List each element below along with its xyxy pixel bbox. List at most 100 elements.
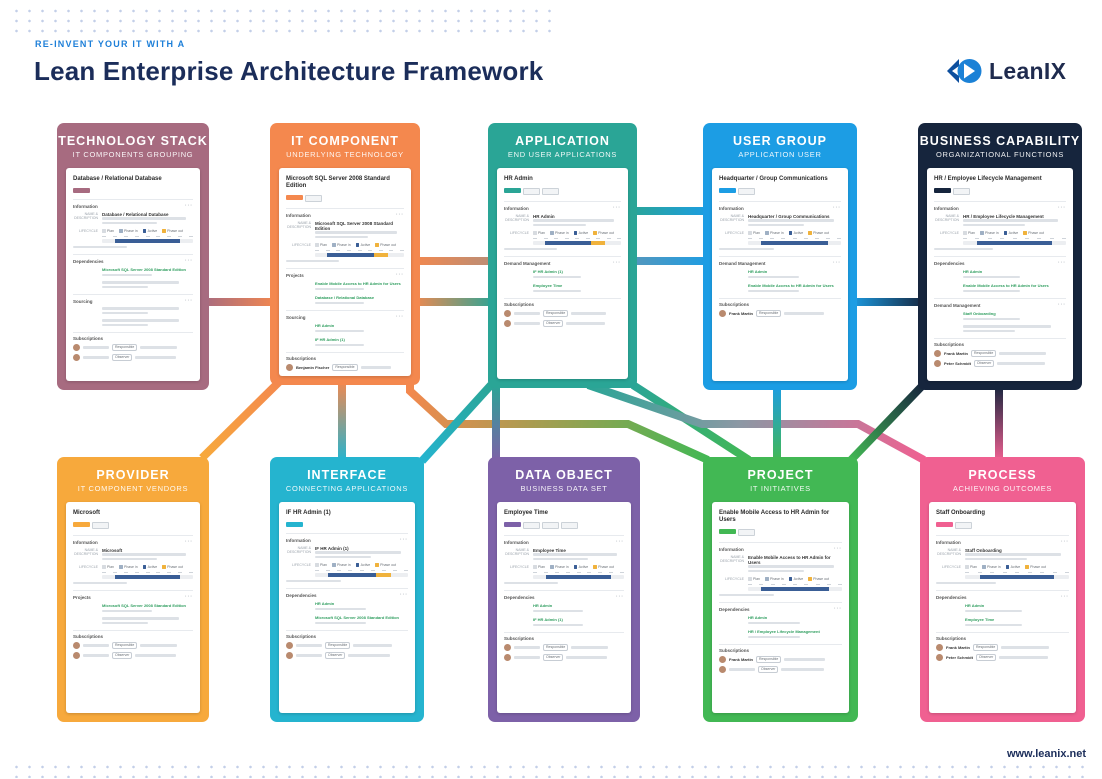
skeleton-line xyxy=(102,319,180,322)
skeleton-line xyxy=(102,273,153,276)
legend-swatch xyxy=(765,231,769,235)
skeleton-line xyxy=(102,217,186,220)
skeleton-line xyxy=(999,352,1046,355)
legend-item: Phase out xyxy=(1025,565,1046,569)
field-value xyxy=(936,581,1069,587)
field-label: Lifecycle xyxy=(509,231,529,235)
section-information: Information···Name & DescriptionEmployee… xyxy=(504,535,624,586)
timeline-tick xyxy=(102,571,106,573)
field-label: Lifecycle xyxy=(78,565,98,569)
section-header: Demand Management··· xyxy=(719,260,841,266)
lifecycle-bar-phaseout xyxy=(373,252,388,257)
lifecycle-bar-active xyxy=(545,240,592,245)
factsheet-title: Employee Time xyxy=(504,510,548,516)
connection-application-process xyxy=(586,381,926,464)
connection-application-interface xyxy=(419,382,494,464)
factsheet-it-component: Microsoft SQL Server 2008 Standard Editi… xyxy=(279,168,411,376)
skeleton-line xyxy=(936,581,996,584)
timeline-tick xyxy=(348,569,353,571)
avatar xyxy=(504,644,511,651)
timeline-tick xyxy=(1027,571,1032,573)
related-factsheet-link: Enable Mobile Access to HR Admin for Use… xyxy=(315,281,401,286)
timeline-tick xyxy=(826,583,831,585)
section-demand-management: Demand Management···Staff Onboarding xyxy=(934,298,1066,334)
subscriber-role-badge: Responsible xyxy=(112,344,138,351)
related-factsheet-link: HR Admin xyxy=(965,603,985,608)
legend-swatch xyxy=(332,563,336,567)
skeleton-line xyxy=(748,219,834,222)
field-label: Name & Description xyxy=(720,214,744,222)
field-row: Name & DescriptionHR / Employee Lifecycl… xyxy=(934,214,1066,228)
related-factsheet-link: HR Admin xyxy=(963,269,983,274)
tag-chip xyxy=(504,188,521,193)
skeleton-line xyxy=(748,223,804,226)
lifecycle-bar-active xyxy=(327,252,374,257)
related-factsheet-link: IF HR Admin (1) xyxy=(533,617,563,622)
field-value-text: HR / Employee Lifecycle Management xyxy=(963,214,1044,219)
tag-chips xyxy=(73,188,193,193)
legend-swatch xyxy=(788,231,793,235)
tag-chip xyxy=(738,188,755,195)
card-subtitle: APPLICATION USER xyxy=(738,150,822,159)
tag-chip xyxy=(73,188,90,193)
section-information: Information···Name & DescriptionStaff On… xyxy=(936,535,1069,586)
field-label: Name & Description xyxy=(287,221,311,229)
legend-swatch xyxy=(533,231,537,235)
section-title: Subscriptions xyxy=(286,356,317,361)
subscriber-role-badge: Responsible xyxy=(971,350,997,357)
tag-chip xyxy=(542,188,559,195)
legend-swatch xyxy=(593,231,597,235)
field-value: IF HR Admin (1) xyxy=(533,617,624,628)
legend-label: Phase out xyxy=(1030,565,1046,569)
section-menu-icon: ··· xyxy=(1061,594,1069,600)
field-row xyxy=(73,281,193,290)
legend-item: Phase in xyxy=(550,231,569,235)
timeline-tick xyxy=(987,237,992,239)
field-row: Microsoft SQL Server 2008 Standard Editi… xyxy=(73,603,193,614)
field-value: IF HR Admin (1) xyxy=(315,337,404,348)
field-value-text: Headquarter / Group Communications xyxy=(748,214,830,219)
legend-item: Phase in xyxy=(119,565,138,569)
section-header: Subscriptions xyxy=(504,636,624,641)
section-menu-icon: ··· xyxy=(185,594,193,600)
field-label: Lifecycle xyxy=(509,565,529,569)
subscriber-name: Frank Martin xyxy=(729,311,754,316)
section-projects: Projects···Enable Mobile Access to HR Ad… xyxy=(286,268,404,306)
leanix-logo-icon xyxy=(947,59,982,83)
legend-label: Plan xyxy=(753,577,761,581)
section-menu-icon: ··· xyxy=(185,298,193,304)
section-title: Information xyxy=(286,212,311,218)
lifecycle-bar-active xyxy=(761,240,828,245)
timeline-tick xyxy=(1052,571,1057,573)
section-menu-icon: ··· xyxy=(185,258,193,264)
field-value: HR Admin xyxy=(315,601,408,612)
field-row: HR Admin xyxy=(719,615,842,626)
field-value: Enable Mobile Access to HR Admin for Use… xyxy=(963,283,1066,294)
factsheet-title: Database / Relational Database xyxy=(73,176,162,182)
section-information: Information···Name & DescriptionEnable M… xyxy=(719,542,842,598)
legend-item: Active xyxy=(788,231,803,235)
skeleton-line xyxy=(965,609,1023,612)
field-row xyxy=(286,259,404,265)
section-title: Information xyxy=(504,539,529,545)
field-value xyxy=(73,581,193,587)
skeleton-line xyxy=(963,223,1025,226)
skeleton-line xyxy=(504,581,558,584)
footer-url[interactable]: www.leanix.net xyxy=(1006,748,1086,760)
section-header: Subscriptions xyxy=(286,356,404,361)
field-row xyxy=(934,247,1066,253)
section-information: Information···Name & DescriptionIF HR Ad… xyxy=(286,533,408,584)
